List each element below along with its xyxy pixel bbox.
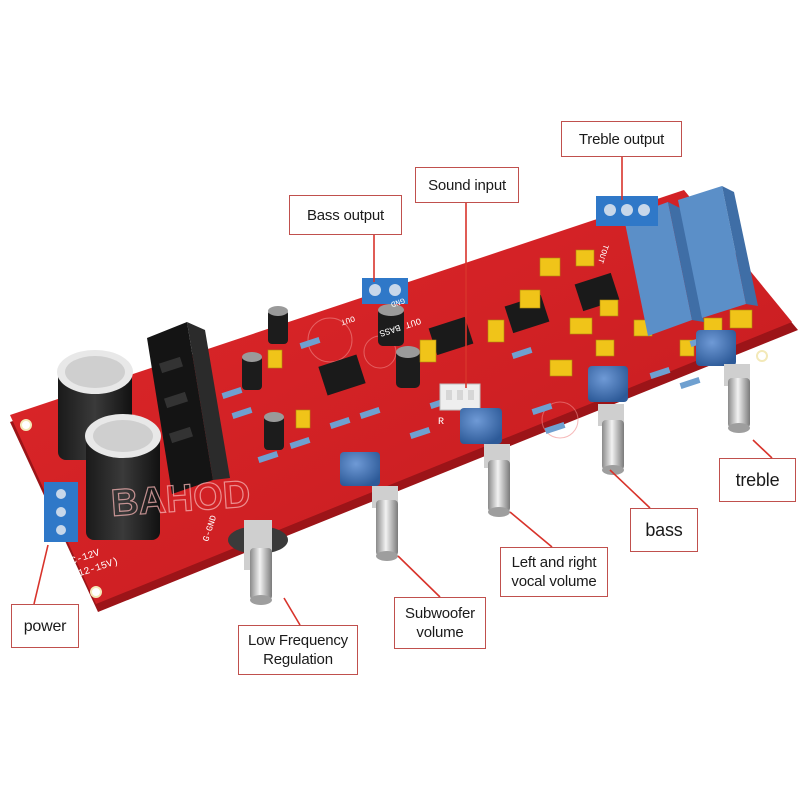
callout-bass-text: bass [645, 519, 683, 540]
callout-subwoofer-line1: Subwoofer [405, 605, 475, 622]
terminal-treble-output [596, 196, 658, 226]
silk-out: OUT [339, 313, 356, 326]
callout-lr-vocal-line1: Left and right [511, 554, 597, 571]
silk-r: R [438, 417, 444, 428]
callout-lr-vocal-line2: vocal volume [511, 573, 597, 590]
callout-lowfreq-line2: Regulation [263, 651, 333, 668]
callout-bass: bass [630, 508, 698, 552]
callout-power-text: power [23, 617, 67, 635]
small-capacitors [242, 304, 420, 450]
callout-treble-output: Treble output [561, 121, 682, 157]
brand-watermark: BAHOD [110, 473, 252, 525]
callout-treble: treble [719, 458, 796, 502]
callout-sound-input-text: Sound input [428, 176, 506, 194]
pot-vocal-volume [460, 408, 510, 517]
pot-subwoofer [340, 452, 398, 561]
callout-treble-output-text: Treble output [578, 130, 665, 148]
leader-lines [33, 157, 773, 626]
callout-lowfreq-line1: Low Frequency [248, 632, 348, 649]
callout-sound-input: Sound input [415, 167, 519, 203]
terminal-power-input [44, 482, 78, 542]
callout-lr-vocal-volume: Left and right vocal volume [500, 547, 608, 597]
callout-bass-output-text: Bass output [306, 206, 385, 224]
sound-input-connector [439, 383, 481, 411]
filter-capacitor-2 [85, 414, 161, 540]
pot-treble [696, 330, 750, 433]
pot-low-frequency [228, 520, 288, 605]
callout-treble-text: treble [735, 469, 780, 490]
resistor-field [221, 335, 711, 463]
callout-bass-output: Bass output [289, 195, 402, 235]
callout-power: power [11, 604, 79, 648]
callout-subwoofer-volume: Subwoofer volume [394, 597, 486, 649]
heatsink-bracket [147, 322, 230, 494]
callout-low-frequency-regulation: Low Frequency Regulation [238, 625, 358, 675]
silk-gnd: GND [389, 295, 406, 308]
terminal-bass-output [362, 278, 408, 304]
blue-film-capacitors [624, 186, 758, 336]
pot-bass [588, 366, 628, 475]
callout-subwoofer-line2: volume [416, 624, 464, 641]
